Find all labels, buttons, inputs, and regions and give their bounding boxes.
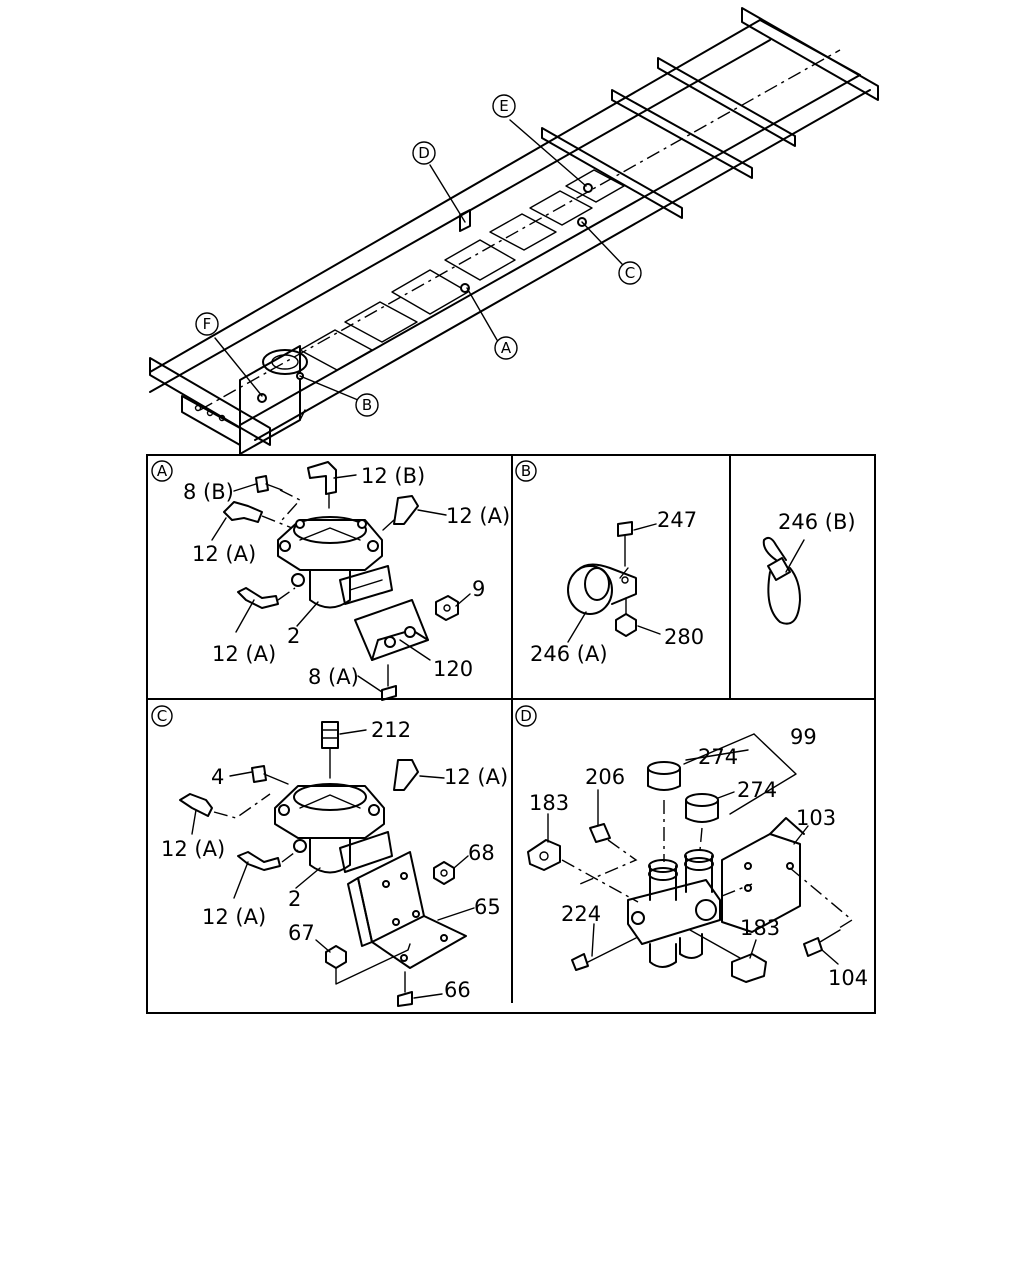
svg-text:66: 66	[444, 978, 471, 1002]
svg-text:E: E	[499, 97, 508, 115]
svg-text:274: 274	[698, 745, 738, 769]
svg-text:8 (A): 8 (A)	[308, 665, 359, 689]
svg-text:A: A	[157, 462, 168, 480]
svg-text:183: 183	[529, 791, 569, 815]
svg-text:12 (A): 12 (A)	[192, 542, 256, 566]
svg-text:D: D	[520, 707, 532, 725]
callout-C: C	[618, 261, 642, 285]
svg-text:4: 4	[211, 765, 224, 789]
svg-text:C: C	[625, 264, 635, 282]
svg-text:12 (A): 12 (A)	[444, 765, 508, 789]
callout-E: E	[492, 94, 516, 118]
svg-text:2: 2	[288, 887, 301, 911]
svg-text:12 (A): 12 (A)	[161, 837, 225, 861]
svg-text:12 (A): 12 (A)	[446, 504, 510, 528]
svg-text:C: C	[157, 707, 167, 725]
svg-text:2: 2	[287, 624, 300, 648]
panel-a: A	[151, 460, 510, 701]
svg-text:206: 206	[585, 765, 625, 789]
svg-text:99: 99	[790, 725, 817, 749]
chassis-frame	[149, 7, 879, 455]
svg-text:104: 104	[828, 966, 868, 990]
svg-text:65: 65	[474, 895, 501, 919]
panel-d: D	[515, 705, 868, 990]
svg-text:212: 212	[371, 718, 411, 742]
svg-text:246 (B): 246 (B)	[778, 510, 856, 534]
callout-D: D	[412, 141, 436, 165]
panel-c: C	[151, 705, 508, 1007]
svg-text:12 (A): 12 (A)	[202, 905, 266, 929]
svg-text:8 (B): 8 (B)	[183, 480, 234, 504]
svg-text:280: 280	[664, 625, 704, 649]
svg-text:12 (A): 12 (A)	[212, 642, 276, 666]
callout-A: A	[494, 336, 518, 360]
svg-text:120: 120	[433, 657, 473, 681]
svg-text:247: 247	[657, 508, 697, 532]
svg-text:224: 224	[561, 902, 601, 926]
callout-B: B	[355, 393, 379, 417]
svg-text:B: B	[521, 462, 531, 480]
svg-text:B: B	[362, 396, 372, 414]
svg-text:274: 274	[737, 778, 777, 802]
detail-frames	[146, 454, 876, 1014]
callout-F: F	[195, 312, 219, 336]
callout-leaders	[214, 119, 623, 401]
svg-text:103: 103	[796, 806, 836, 830]
svg-text:246 (A): 246 (A)	[530, 642, 608, 666]
svg-text:F: F	[203, 315, 212, 333]
svg-text:A: A	[501, 339, 512, 357]
svg-text:68: 68	[468, 841, 495, 865]
svg-text:12 (B): 12 (B)	[361, 464, 425, 488]
svg-text:9: 9	[472, 577, 485, 601]
svg-text:183: 183	[740, 916, 780, 940]
svg-text:D: D	[418, 144, 430, 162]
panel-b2: 246 (B)	[762, 510, 856, 625]
svg-text:67: 67	[288, 921, 315, 945]
panel-b: B 247 246 (A) 280	[515, 460, 704, 666]
